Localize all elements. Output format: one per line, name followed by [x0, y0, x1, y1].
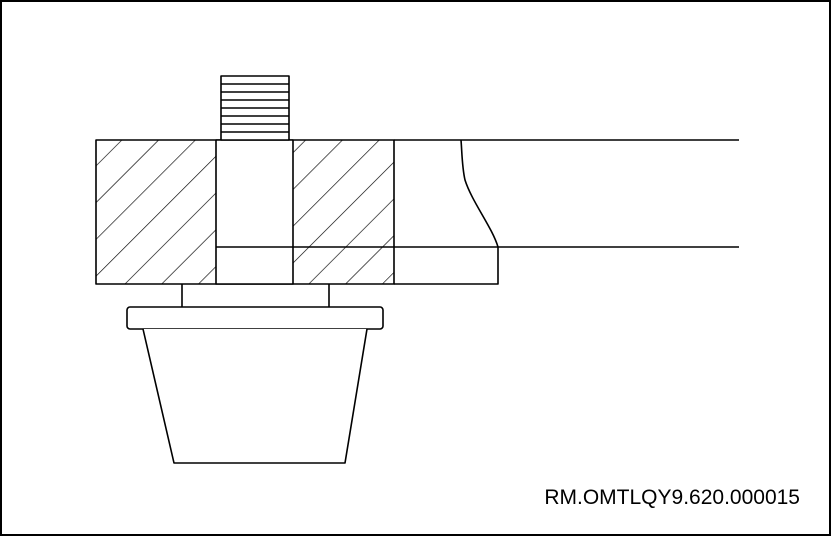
figure-reference-code: RM.OMTLQY9.620.000015 — [544, 486, 800, 509]
bolt-bore — [215, 139, 294, 285]
hatched-section-left — [96, 140, 216, 284]
threaded-stud — [220, 75, 290, 141]
support-tool — [126, 284, 384, 464]
support-tool-cup — [142, 328, 368, 464]
support-tool-flange — [126, 306, 384, 330]
bracket-arm-profile — [394, 139, 499, 285]
support-tool-neck — [181, 284, 330, 307]
hatched-section-right — [293, 140, 394, 284]
